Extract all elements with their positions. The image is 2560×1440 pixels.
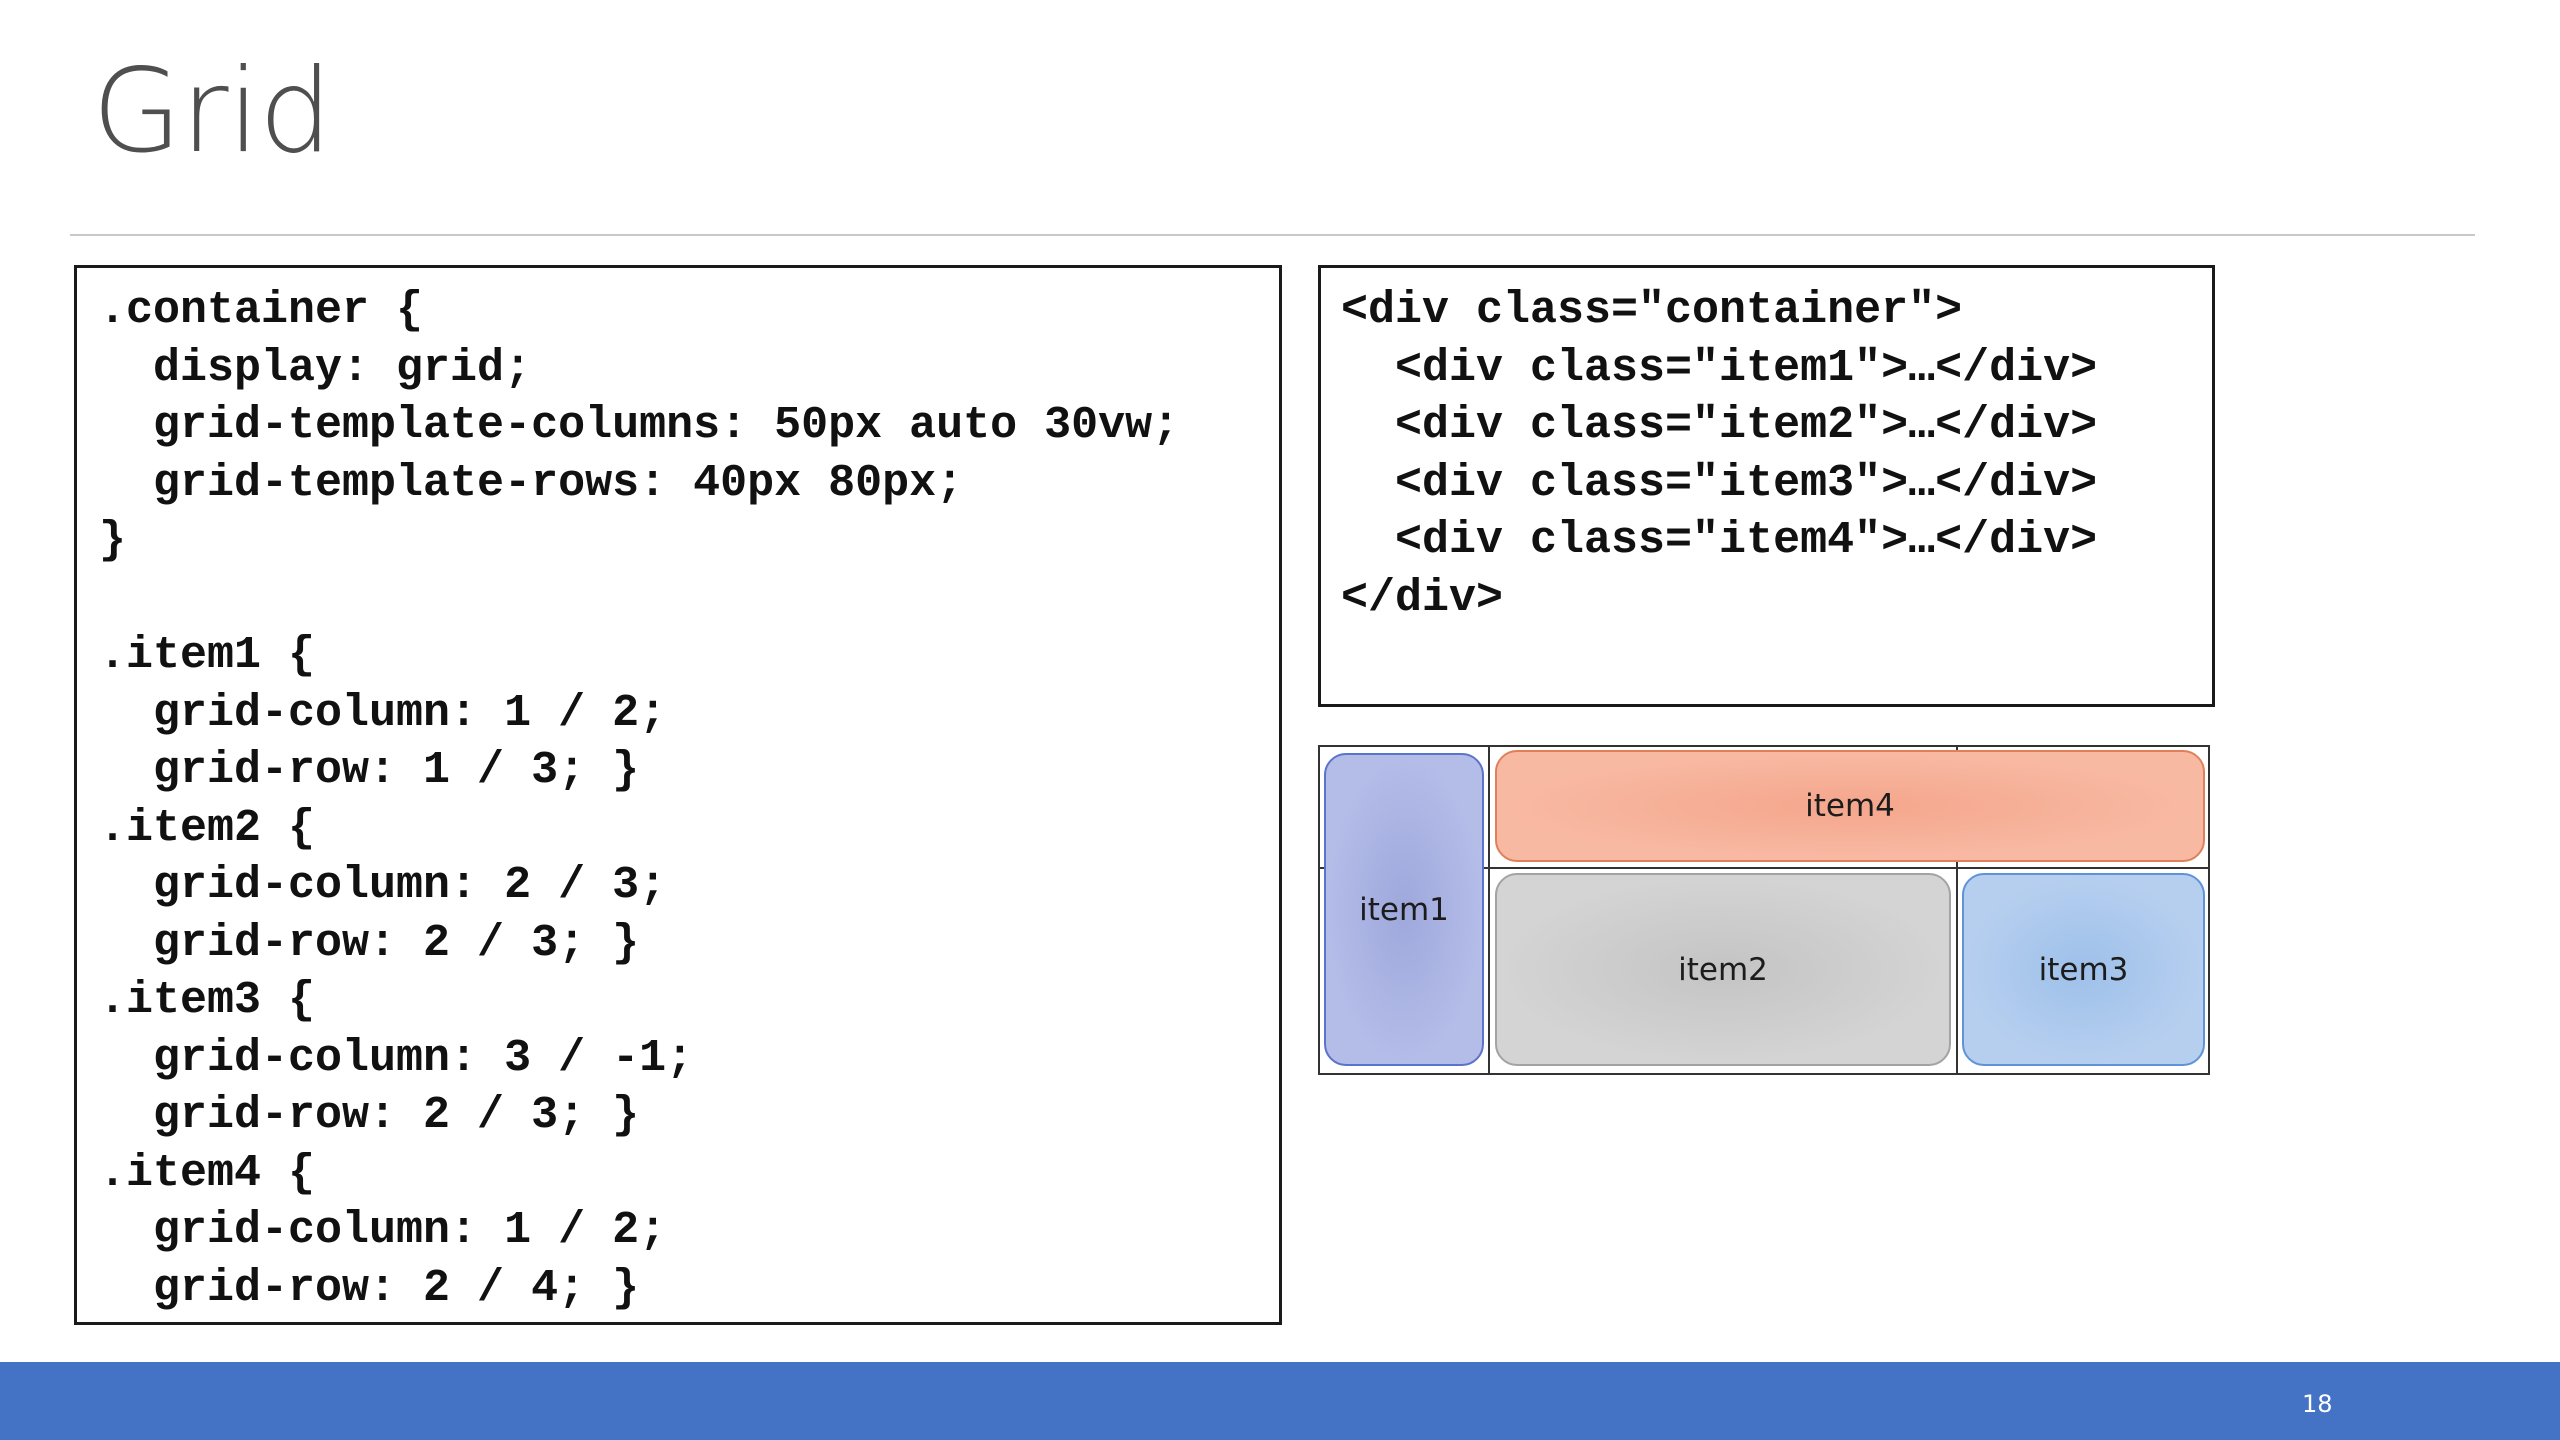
slide-title: Grid bbox=[92, 44, 332, 179]
code-line: grid-template-rows: 40px 80px; bbox=[99, 457, 964, 509]
code-line: grid-column: 1 / 2; bbox=[99, 687, 667, 739]
page-number: 18 bbox=[2302, 1390, 2333, 1418]
html-code-block: <div class="container"> <div class="item… bbox=[1318, 265, 2215, 707]
grid-row-line bbox=[1320, 867, 2208, 869]
code-line: display: grid; bbox=[99, 342, 532, 394]
code-line: grid-row: 2 / 3; } bbox=[99, 917, 640, 969]
css-code-block: .container { display: grid; grid-templat… bbox=[74, 265, 1282, 1325]
code-line: <div class="item4">…</div> bbox=[1341, 515, 2098, 566]
code-line: .item3 { bbox=[99, 975, 316, 1026]
code-line: .container { bbox=[99, 285, 424, 336]
grid-item-1: item1 bbox=[1324, 753, 1484, 1066]
grid-layout-diagram: item1 item4 item2 item3 bbox=[1318, 745, 2210, 1075]
code-line: grid-template-columns: 50px auto 30vw; bbox=[99, 400, 1180, 451]
code-line: grid-column: 1 / 2; bbox=[99, 1205, 667, 1256]
title-divider bbox=[70, 234, 2475, 236]
code-line: grid-column: 3 / -1; bbox=[99, 1032, 694, 1084]
grid-item-2: item2 bbox=[1495, 873, 1951, 1066]
code-line bbox=[99, 570, 1279, 628]
grid-column-line bbox=[1488, 747, 1490, 1073]
code-line: </div> bbox=[1341, 572, 1504, 624]
footer-bar bbox=[0, 1362, 2560, 1440]
grid-item-4: item4 bbox=[1495, 750, 2205, 862]
code-line: <div class="item2">…</div> bbox=[1341, 400, 2098, 451]
code-line: <div class="item1">…</div> bbox=[1341, 342, 2098, 394]
code-line: <div class="container"> bbox=[1341, 285, 1963, 336]
code-line: <div class="item3">…</div> bbox=[1341, 457, 2098, 509]
code-line: .item2 { bbox=[99, 802, 316, 854]
code-line: .item4 { bbox=[99, 1147, 316, 1199]
grid-column-line bbox=[1956, 747, 1958, 1073]
code-line: } bbox=[99, 515, 127, 566]
code-line: .item1 { bbox=[99, 630, 316, 681]
code-line: grid-column: 2 / 3; bbox=[99, 860, 667, 911]
code-line: grid-row: 2 / 4; } bbox=[99, 1262, 640, 1314]
grid-item-3: item3 bbox=[1962, 873, 2205, 1066]
code-line: grid-row: 2 / 3; } bbox=[99, 1090, 640, 1141]
code-line: grid-row: 1 / 3; } bbox=[99, 745, 640, 796]
